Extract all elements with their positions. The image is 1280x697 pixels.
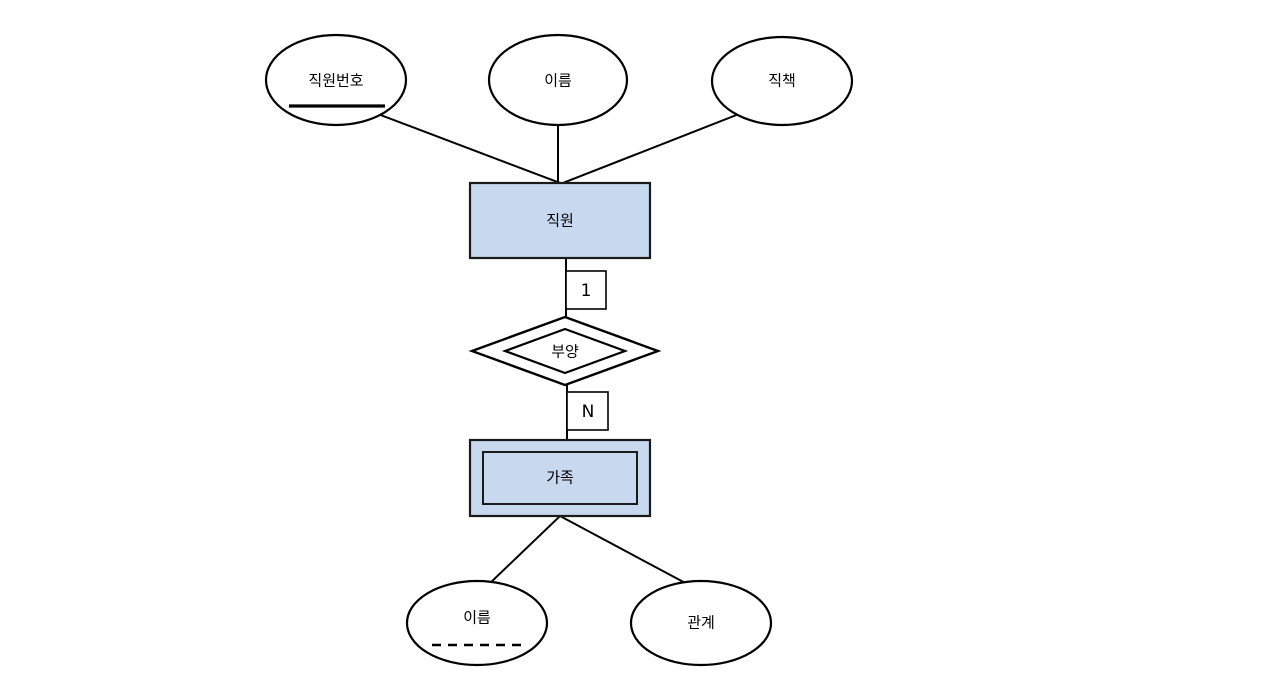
entity-rectangle-inner <box>482 451 638 505</box>
edge-family-to-family-name <box>485 514 562 588</box>
attribute-employee-number[interactable]: 직원번호 <box>264 33 408 127</box>
relationship-support[interactable]: 부양 <box>468 315 662 387</box>
attribute-label: 직원번호 <box>308 72 363 90</box>
entity-family[interactable]: 가족 <box>468 438 652 518</box>
attribute-label: 관계 <box>687 614 715 632</box>
attribute-employee-position[interactable]: 직책 <box>710 35 854 127</box>
entity-label: 가족 <box>546 469 574 487</box>
entity-rectangle[interactable] <box>468 181 652 260</box>
attribute-employee-name[interactable]: 이름 <box>487 33 629 127</box>
edge-layer <box>376 112 741 588</box>
attribute-family-name[interactable]: 이름 <box>405 579 549 667</box>
entity-label: 직원 <box>546 212 574 230</box>
attribute-label: 이름 <box>544 72 572 90</box>
cardinality-label: 1 <box>581 281 592 301</box>
entity-employee[interactable]: 직원 <box>468 181 652 260</box>
edge-employee-position-to-employee <box>561 112 741 185</box>
cardinality-employee-to-support: 1 <box>565 270 607 310</box>
attribute-ellipse[interactable] <box>487 33 629 127</box>
attribute-ellipse[interactable] <box>264 33 408 127</box>
attribute-ellipse[interactable] <box>710 35 854 127</box>
attribute-ellipse[interactable] <box>629 579 773 667</box>
attribute-label: 이름 <box>463 609 491 627</box>
cardinality-label: N <box>582 402 595 422</box>
attribute-family-relation[interactable]: 관계 <box>629 579 773 667</box>
edge-family-to-family-relation <box>558 514 693 588</box>
relationship-label: 부양 <box>551 343 579 361</box>
cardinality-box <box>565 270 607 310</box>
cardinality-support-to-family: N <box>566 391 609 431</box>
relationship-diamond-inner <box>501 327 629 375</box>
cardinality-box <box>566 391 609 431</box>
edge-employee-number-to-employee <box>376 112 562 185</box>
attribute-label: 직책 <box>768 72 796 90</box>
